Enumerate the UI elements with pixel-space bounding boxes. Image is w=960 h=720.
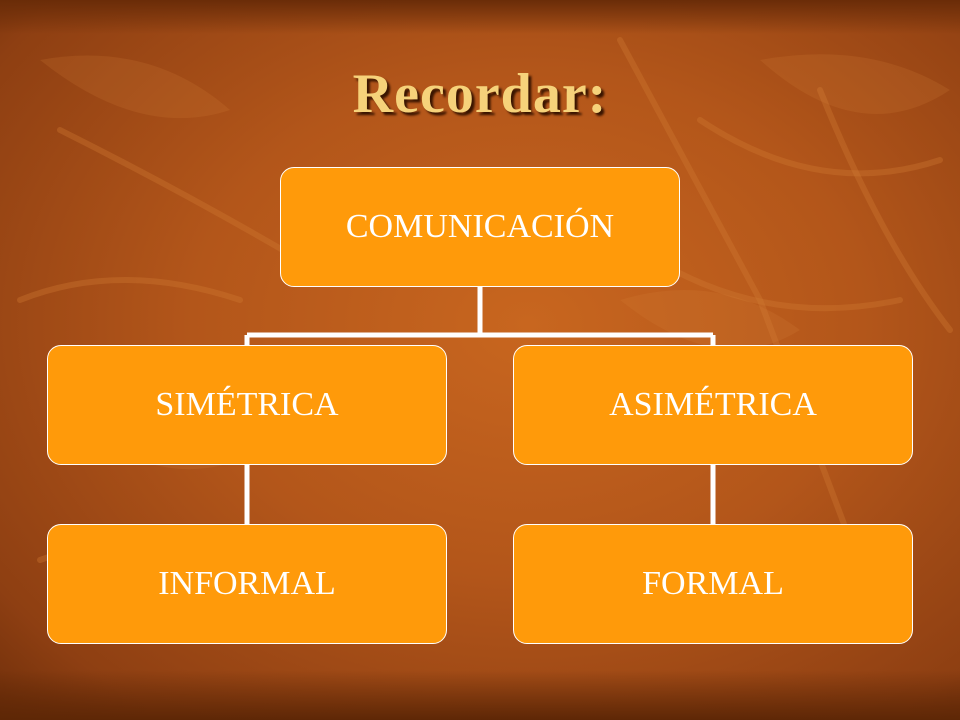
node-simetrica: SIMÉTRICA <box>47 345 447 465</box>
bottom-shadow-band <box>0 670 960 720</box>
node-asimetrica: ASIMÉTRICA <box>513 345 913 465</box>
node-comunicacion: COMUNICACIÓN <box>280 167 680 287</box>
node-formal: FORMAL <box>513 524 913 644</box>
slide-title: Recordar: <box>352 63 608 125</box>
top-shadow-band <box>0 0 960 34</box>
node-informal: INFORMAL <box>47 524 447 644</box>
